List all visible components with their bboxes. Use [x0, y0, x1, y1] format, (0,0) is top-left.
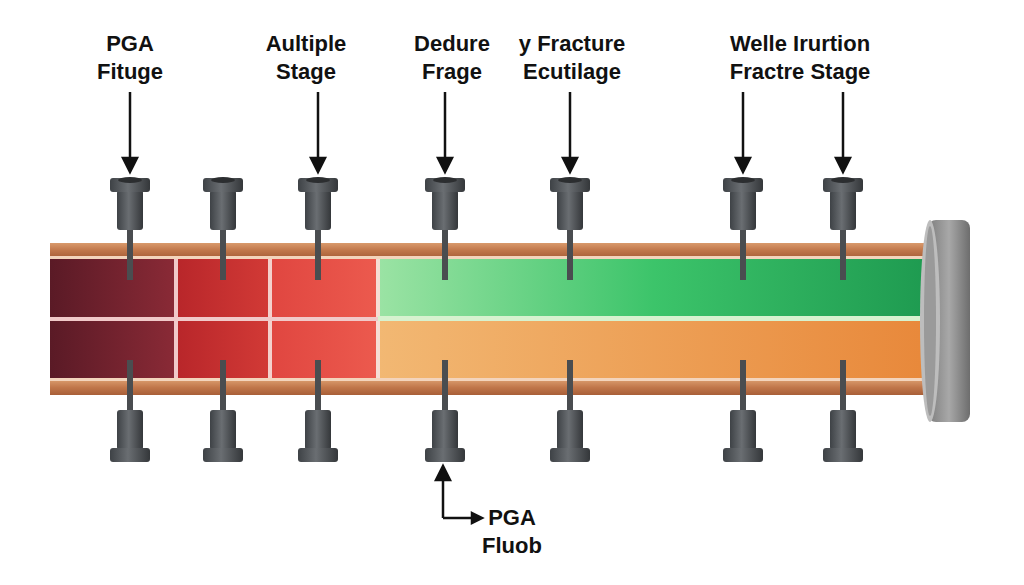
stage-label: PGA Fituge [75, 30, 185, 86]
stage-label: Aultiple Stage [244, 30, 369, 86]
stage-label: PGA Fluob [467, 504, 557, 560]
stage-label: Dedure Frage [387, 30, 517, 86]
stage-label: Welle Irurtion Fractre Stage [708, 30, 893, 86]
stage-label: y Fracture Ecutilage [485, 30, 660, 86]
